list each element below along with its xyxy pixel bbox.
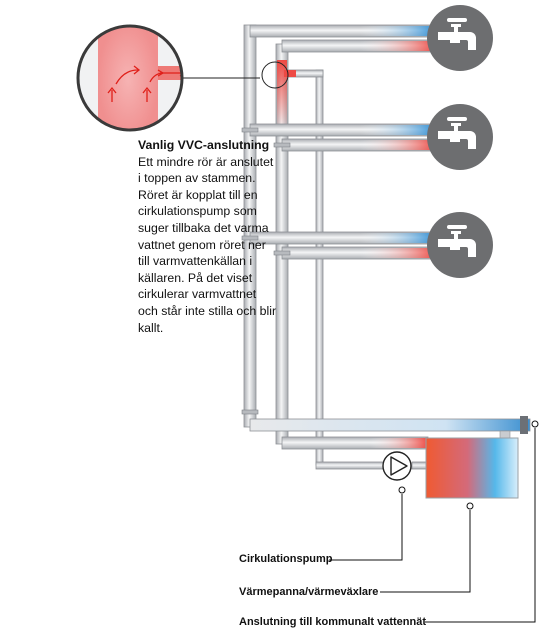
label-pump: Cirkulationspump (239, 553, 333, 565)
faucet-icon (427, 5, 493, 71)
label-municipal-water: Anslutning till kommunalt vattennät (239, 616, 427, 628)
faucet-icon (427, 212, 493, 278)
description-body: Ett mindre rör är anslutet i toppen av s… (138, 154, 277, 335)
faucet-icon (427, 104, 493, 170)
callout-lines (329, 420, 539, 623)
magnifier-icon (76, 24, 289, 132)
pump-icon (382, 451, 412, 481)
boiler-icon (425, 437, 519, 499)
description-block: Vanlig VVC-anslutning Ett mindre rör är … (138, 137, 278, 336)
description-title: Vanlig VVC-anslutning (138, 138, 270, 152)
label-boiler: Värmepanna/värmeväxlare (239, 586, 379, 598)
cold-main (249, 418, 531, 432)
